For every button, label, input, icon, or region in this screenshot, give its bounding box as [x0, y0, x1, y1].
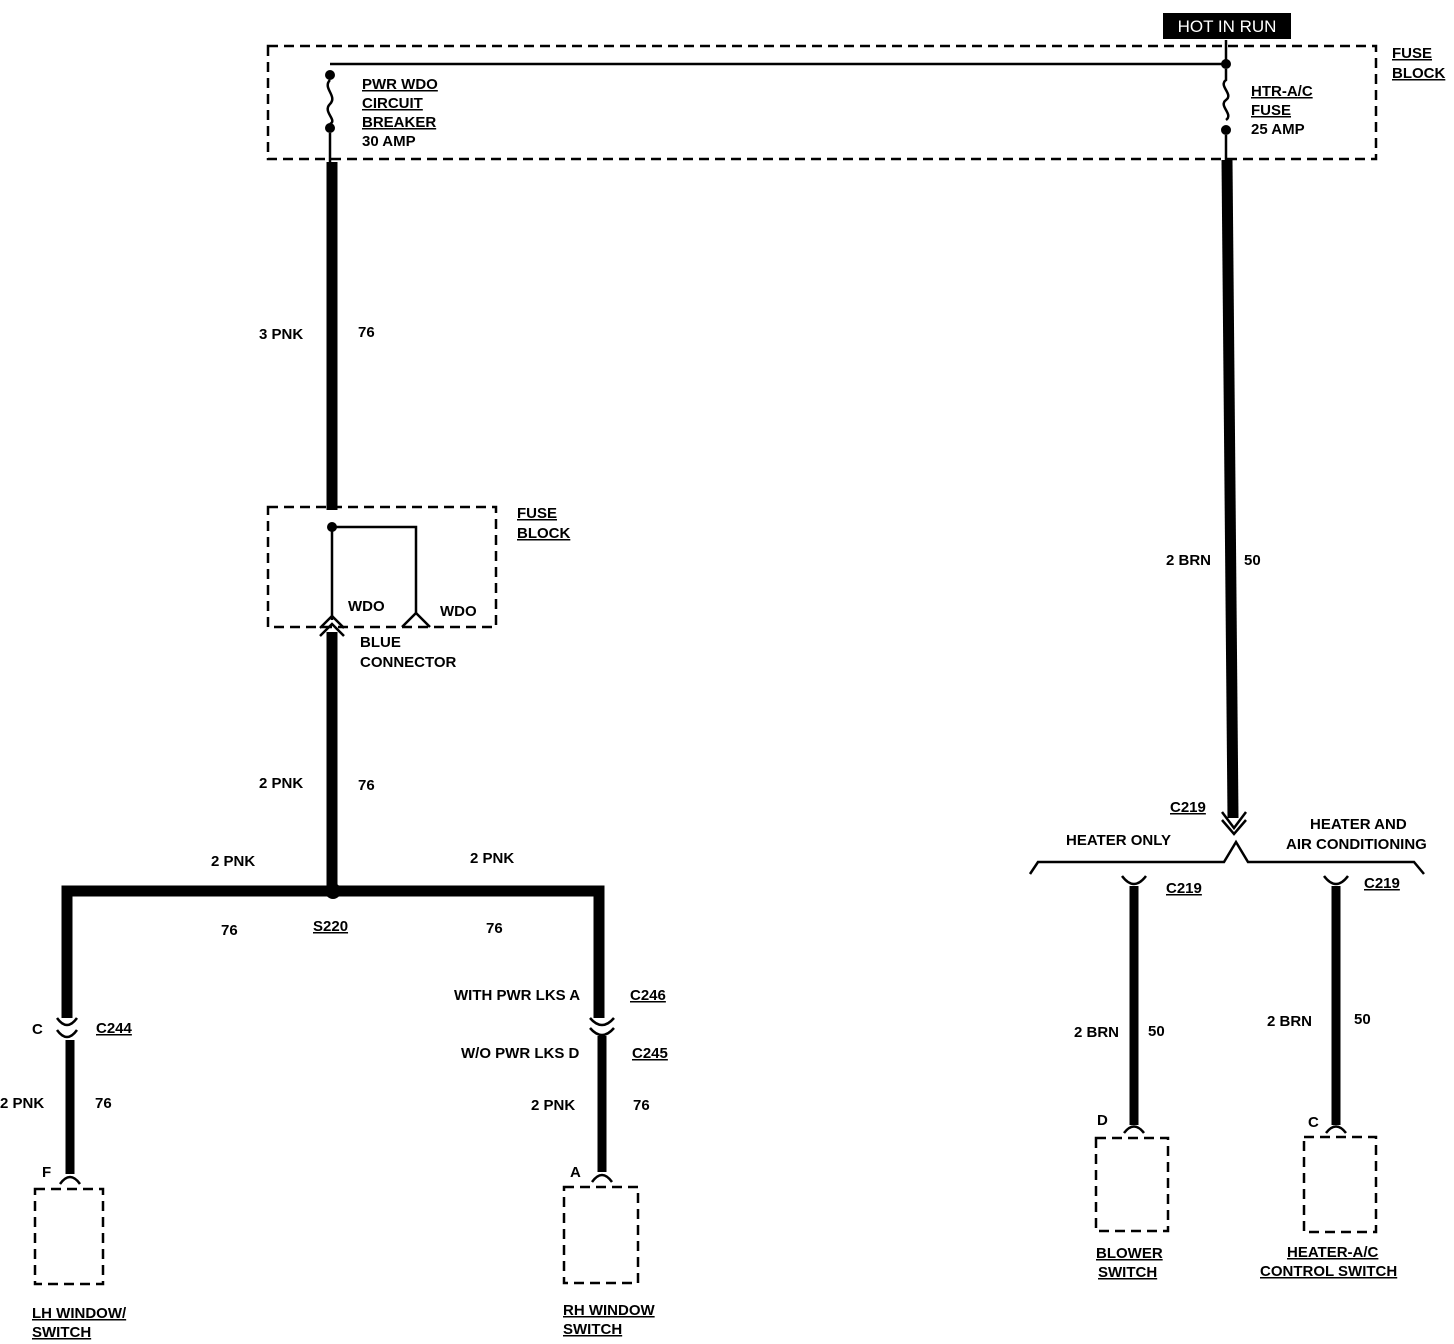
wire-branch-left	[61, 885, 333, 1018]
breaker-label-4: 30 AMP	[362, 133, 416, 150]
blower-switch-box	[1094, 1136, 1170, 1233]
hvac-pin-c: C	[1308, 1114, 1319, 1131]
lh-window-label-1: LH WINDOW/	[32, 1305, 127, 1322]
connector-c246-c245-symbol	[589, 1017, 615, 1037]
wire-3pnk-circuit: 76	[358, 324, 375, 341]
hot-in-run-badge	[1163, 13, 1291, 39]
mid-block-right-lead	[332, 525, 418, 614]
branch-left-circuit: 76	[221, 922, 238, 939]
heater-only-label: HEATER ONLY	[1066, 832, 1171, 849]
c245-label: C245	[632, 1045, 668, 1062]
branch-right-circuit: 76	[486, 920, 503, 937]
lh-switch-terminal	[58, 1175, 82, 1185]
mid-fuse-block-label-1: FUSE	[517, 505, 557, 522]
c244-label: C244	[96, 1020, 133, 1037]
c244-pin-top: C	[32, 1021, 43, 1038]
wdo-label-left: WDO	[348, 598, 385, 615]
top-fuse-block-outline	[266, 44, 1378, 161]
heater-ac-label-1: HEATER AND	[1310, 816, 1407, 833]
lh-wire-gauge: 2 PNK	[0, 1095, 44, 1112]
c246-label: C246	[630, 987, 666, 1004]
wdo-terminal-right	[401, 611, 431, 628]
rh-wire-circuit: 76	[633, 1097, 650, 1114]
mid-fuse-block-label-2: BLOCK	[517, 525, 570, 542]
heater-ac-label-2: AIR CONDITIONING	[1286, 836, 1427, 853]
branch-right-gauge: 2 PNK	[470, 850, 514, 867]
branch-left-gauge: 2 PNK	[211, 853, 255, 870]
blower-label-1: BLOWER	[1096, 1245, 1163, 1262]
hvac-wire-gauge: 2 BRN	[1267, 1013, 1312, 1030]
hvac-wire-circuit: 50	[1354, 1011, 1371, 1028]
blower-switch-terminal	[1123, 1125, 1145, 1134]
breaker-label-2: CIRCUIT	[362, 95, 423, 112]
wire-branch-right	[333, 885, 605, 1018]
c219-left-label: C219	[1166, 880, 1202, 897]
wire-2brn-50-main	[1221, 159, 1239, 819]
blower-wire-circuit: 50	[1148, 1023, 1165, 1040]
wdo-label-right: WDO	[440, 603, 477, 620]
hvac-switch-terminal	[1325, 1125, 1347, 1134]
blower-label-2: SWITCH	[1098, 1264, 1157, 1281]
wire-2pnk-trunk-circuit: 76	[358, 777, 375, 794]
brn-main-circuit: 50	[1244, 552, 1261, 569]
option-bracket	[1028, 839, 1425, 875]
c245-prefix: W/O PWR LKS D	[461, 1045, 579, 1062]
fuse-label-1: HTR-A/C	[1251, 83, 1313, 100]
c219-left-connector	[1121, 875, 1147, 886]
hvac-switch-label-1: HEATER-A/C	[1287, 1244, 1379, 1261]
top-fuse-block-label-1: FUSE	[1392, 45, 1432, 62]
blue-connector-label-1: BLUE	[360, 634, 401, 651]
wire-2pnk-trunk-gauge: 2 PNK	[259, 775, 303, 792]
breaker-label-3: BREAKER	[362, 114, 436, 131]
lh-wire-circuit: 76	[95, 1095, 112, 1112]
fuse-label-2: FUSE	[1251, 102, 1291, 119]
rh-wire-gauge: 2 PNK	[531, 1097, 575, 1114]
blower-wire-gauge: 2 BRN	[1074, 1024, 1119, 1041]
c219-right-label: C219	[1364, 875, 1400, 892]
rh-window-label-1: RH WINDOW	[563, 1302, 655, 1319]
breaker-label-1: PWR WDO	[362, 76, 438, 93]
lh-pin-f: F	[42, 1164, 51, 1181]
rh-window-switch-box	[562, 1185, 640, 1285]
brn-main-gauge: 2 BRN	[1166, 552, 1211, 569]
heater-ac-control-switch-box	[1302, 1135, 1378, 1234]
wire-3pnk-gauge: 3 PNK	[259, 326, 303, 343]
c219-main-label: C219	[1170, 799, 1206, 816]
lh-window-switch-box	[33, 1187, 105, 1286]
blue-connector-label-2: CONNECTOR	[360, 654, 457, 671]
rh-window-label-2: SWITCH	[563, 1321, 622, 1338]
splice-s220-label: S220	[313, 918, 348, 935]
hvac-switch-label-2: CONTROL SWITCH	[1260, 1263, 1397, 1280]
rh-pin-a: A	[570, 1164, 581, 1181]
mid-fuse-block-outline	[266, 505, 498, 629]
hot-in-run-label: HOT IN RUN	[1178, 17, 1277, 36]
top-fuse-block-label-2: BLOCK	[1392, 65, 1445, 82]
blue-connector-symbol	[319, 614, 345, 637]
htr-ac-fuse-symbol	[1221, 59, 1231, 165]
c246-prefix: WITH PWR LKS A	[454, 987, 580, 1004]
c219-right-connector	[1323, 875, 1349, 886]
rh-switch-terminal	[590, 1173, 614, 1183]
lh-window-label-2: SWITCH	[32, 1324, 91, 1341]
circuit-breaker-symbol	[325, 70, 335, 165]
blower-pin-d: D	[1097, 1112, 1108, 1129]
fuse-label-3: 25 AMP	[1251, 121, 1305, 138]
connector-c244-symbol	[55, 1017, 79, 1039]
connector-c219-main-symbol	[1221, 811, 1247, 836]
